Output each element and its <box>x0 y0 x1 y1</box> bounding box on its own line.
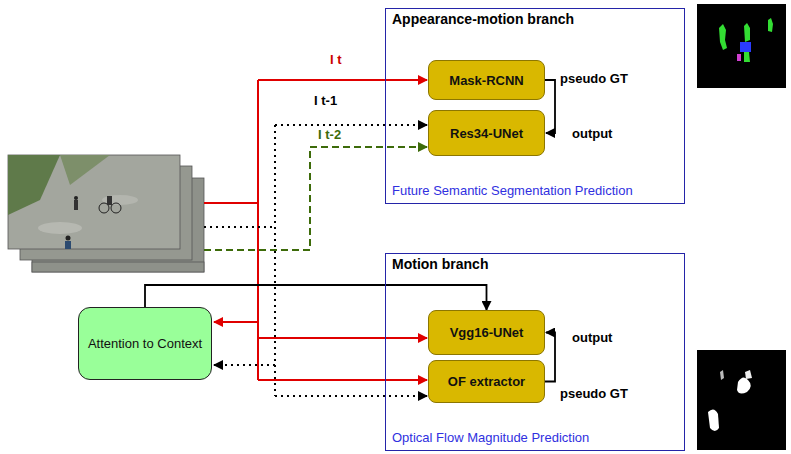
flow-thumbnail <box>697 350 786 450</box>
tree-foliage <box>60 155 110 185</box>
input-arrow <box>214 364 275 366</box>
frame-label: I t <box>330 52 342 67</box>
flow-blob <box>708 409 719 431</box>
cyclist <box>111 203 121 213</box>
input-arrow <box>275 124 427 126</box>
input-arrow <box>258 79 427 81</box>
flow-blob <box>737 377 751 393</box>
frame-stack <box>8 155 204 272</box>
tree-foliage <box>8 155 60 215</box>
network-box: Vgg16-UNet <box>428 310 545 355</box>
attention-box: Attention to Context <box>78 307 212 380</box>
segment-blob <box>719 24 727 50</box>
video-frame <box>32 262 204 272</box>
box-label: Attention to Context <box>88 336 202 351</box>
box-label: Mask-RCNN <box>449 73 523 88</box>
cyclist <box>107 196 112 205</box>
pavement-pattern <box>102 195 138 205</box>
box-label: Res34-UNet <box>450 126 523 141</box>
input-arrow <box>258 379 427 381</box>
signal-label: pseudo GT <box>560 71 628 86</box>
flow-blob <box>720 370 724 380</box>
signal-label: output <box>572 330 612 345</box>
flow-blob <box>745 370 752 379</box>
pedestrian <box>66 236 71 241</box>
segment-blob <box>737 54 741 61</box>
frame-label: I t-2 <box>318 127 341 142</box>
pedestrian <box>74 196 78 200</box>
flow-arrow <box>545 333 555 382</box>
frame-label: I t-1 <box>314 93 337 108</box>
box-label: Vgg16-UNet <box>450 325 524 340</box>
segment-blob <box>768 18 773 32</box>
branch-panel: Motion branchOptical Flow Magnitude Pred… <box>385 253 685 451</box>
segment-blob <box>740 42 751 52</box>
input-line <box>204 202 258 204</box>
branch-panel: Appearance-motion branchFuture Semantic … <box>385 8 685 204</box>
network-box: Res34-UNet <box>428 110 545 156</box>
pavement-pattern <box>38 222 82 234</box>
input-line <box>204 226 275 228</box>
video-frame <box>8 155 180 249</box>
branch-heading: Appearance-motion branch <box>392 11 678 27</box>
input-arrow <box>214 321 258 323</box>
segmentation-thumbnail <box>697 4 786 88</box>
pedestrian <box>65 241 71 249</box>
signal-label: output <box>572 126 612 141</box>
input-arrow <box>258 337 427 339</box>
network-box: Mask-RCNN <box>428 60 545 100</box>
network-box: OF extractor <box>428 360 545 403</box>
input-line <box>274 125 276 396</box>
branch-caption: Future Semantic Segmentation Prediction <box>392 183 678 198</box>
thumbnail-ground <box>697 4 786 88</box>
input-arrow <box>204 147 427 250</box>
flow-arrow <box>545 80 555 133</box>
input-arrow <box>275 395 427 397</box>
signal-label: pseudo GT <box>560 386 628 401</box>
segment-blob <box>744 52 750 62</box>
input-line <box>257 80 259 380</box>
thumbnail-ground <box>697 350 786 450</box>
box-label: OF extractor <box>448 374 525 389</box>
pedestrian <box>74 200 78 210</box>
branch-caption: Optical Flow Magnitude Prediction <box>392 430 678 445</box>
segment-blob <box>744 23 750 42</box>
branch-heading: Motion branch <box>392 256 678 272</box>
